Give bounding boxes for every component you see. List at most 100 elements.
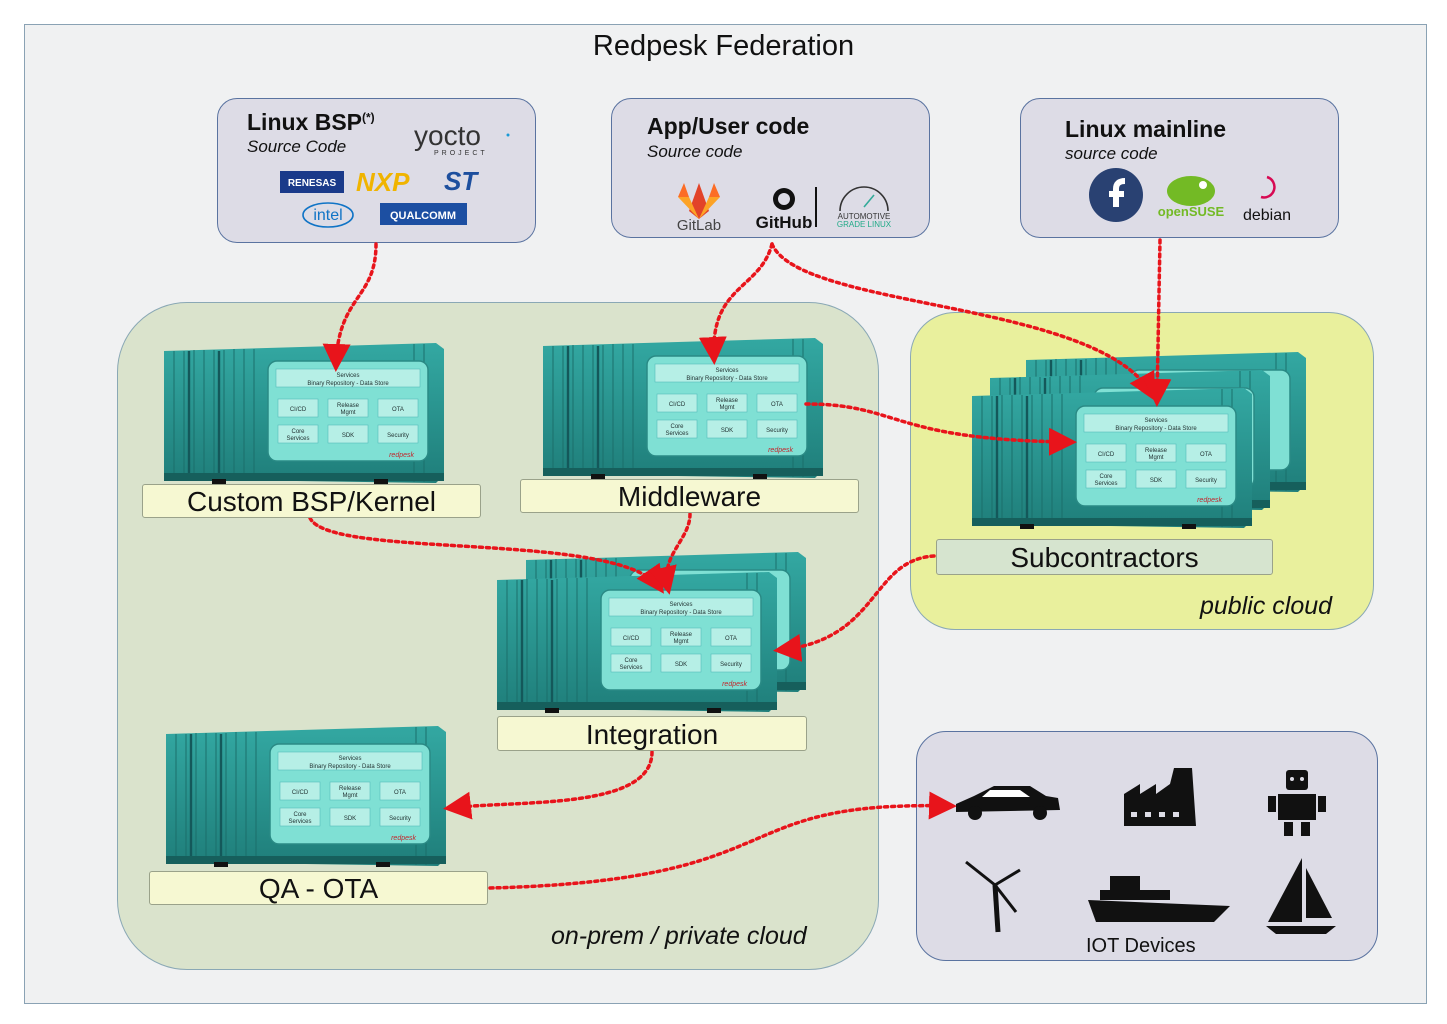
panel-header: Services bbox=[669, 602, 692, 608]
linux-mainline-source-box: Linux mainline source code openSUSE debi… bbox=[1020, 98, 1339, 238]
app-source-logos: GitLab GitHub AUTOMOTIVE GRADE LINUX bbox=[677, 183, 892, 234]
panel-cell-label: Services bbox=[286, 436, 309, 442]
panel-cell-label: OTA bbox=[771, 402, 783, 408]
panel-header: Services bbox=[1144, 418, 1167, 424]
bsp-vendor-logos: yocto PROJECT RENESAS NXP ST intel QUALC… bbox=[280, 120, 510, 228]
panel-cell-label: CI/CD bbox=[292, 790, 309, 796]
panel-cell bbox=[327, 398, 369, 418]
debian-icon bbox=[1260, 175, 1276, 199]
panel-cell-label: Core bbox=[670, 424, 684, 430]
gitlab-label: GitLab bbox=[677, 217, 721, 234]
linux-bsp-subtitle: Source Code bbox=[247, 137, 347, 156]
panel-cell-label: Security bbox=[387, 433, 409, 439]
arrow-app-to-subcontractors bbox=[770, 242, 1156, 402]
panel-cell-label: OTA bbox=[394, 790, 406, 796]
panel-header: Services bbox=[338, 756, 361, 762]
app-user-subtitle: Source code bbox=[647, 142, 743, 161]
linux-bsp-source-box: Linux BSP(*) Source Code yocto PROJECT R… bbox=[217, 98, 536, 243]
panel-cell-label: Mgmt bbox=[674, 639, 689, 645]
iot-devices-label: IOT Devices bbox=[1086, 935, 1196, 957]
ship-icon bbox=[1088, 876, 1230, 922]
linux-mainline-title: Linux mainline bbox=[1065, 116, 1227, 142]
panel-cell-label: SDK bbox=[342, 433, 354, 439]
panel-cell bbox=[710, 627, 752, 647]
panel-cell bbox=[660, 627, 702, 647]
sailboat-icon bbox=[1266, 858, 1336, 934]
panel-cell-label: Services bbox=[288, 819, 311, 825]
panel-cell bbox=[1135, 469, 1177, 489]
panel-cell bbox=[1135, 443, 1177, 463]
panel-header: Services bbox=[336, 373, 359, 379]
panel-brand: redpesk bbox=[1197, 497, 1222, 504]
app-user-source-box: App/User code Source code GitLab GitHub … bbox=[611, 98, 930, 238]
panel-cell-label: Core bbox=[291, 429, 305, 435]
panel-cell bbox=[1085, 443, 1127, 463]
car-icon bbox=[956, 786, 1060, 820]
panel-cell bbox=[277, 398, 319, 418]
panel-cell bbox=[379, 807, 421, 827]
panel-cell bbox=[1185, 443, 1227, 463]
arrow-middleware-to-integration bbox=[649, 512, 692, 595]
linux-bsp-title: Linux BSP(*) bbox=[247, 109, 375, 136]
panel-cell bbox=[1185, 469, 1227, 489]
panel-cell bbox=[329, 807, 371, 827]
panel-cell bbox=[656, 419, 698, 439]
panel-cell-label: Services bbox=[1094, 481, 1117, 487]
yocto-logo: yocto bbox=[414, 120, 481, 151]
panel-cell-label: SDK bbox=[1150, 478, 1162, 484]
public-cloud-label: public cloud bbox=[1200, 592, 1333, 620]
diagram-title: Redpesk Federation bbox=[592, 30, 855, 62]
panel-cell bbox=[277, 424, 319, 444]
panel-subheader: Binary Repository - Data Store bbox=[307, 381, 389, 387]
renesas-logo: RENESAS bbox=[288, 178, 337, 189]
panel-cell bbox=[706, 419, 748, 439]
panel-cell-label: Core bbox=[293, 812, 307, 818]
panel-cell-label: OTA bbox=[725, 636, 737, 642]
arrow-mainline-to-subcontractors bbox=[1143, 238, 1172, 407]
panel-cell-label: Release bbox=[1145, 448, 1168, 454]
panel-cell bbox=[656, 393, 698, 413]
arrow-app-to-middleware bbox=[698, 242, 774, 365]
factory-icon bbox=[1124, 768, 1196, 826]
middleware-label: Middleware bbox=[520, 479, 859, 513]
panel-cell-label: Mgmt bbox=[343, 793, 358, 799]
panel-cell bbox=[660, 653, 702, 673]
panel-brand: redpesk bbox=[768, 447, 793, 454]
iot-devices-region bbox=[916, 731, 1378, 961]
github-icon bbox=[773, 188, 795, 210]
nxp-logo: NXP bbox=[356, 167, 410, 197]
panel-cell-label: Mgmt bbox=[1149, 455, 1164, 461]
panel-cell bbox=[610, 627, 652, 647]
arrow-bsp-to-integration bbox=[308, 516, 664, 594]
arrow-bsp-source-to-bsp bbox=[322, 242, 378, 372]
panel-brand: redpesk bbox=[389, 452, 414, 459]
panel-cell bbox=[1085, 469, 1127, 489]
panel-cell-label: CI/CD bbox=[669, 402, 686, 408]
panel-subheader: Binary Repository - Data Store bbox=[640, 610, 722, 616]
linux-bsp-title-text: Linux BSP bbox=[247, 109, 363, 135]
linux-mainline-subtitle: source code bbox=[1065, 144, 1158, 163]
panel-cell bbox=[329, 781, 371, 801]
panel-cell bbox=[710, 653, 752, 673]
panel-cell-label: Core bbox=[1099, 474, 1113, 480]
panel-subheader: Binary Repository - Data Store bbox=[1115, 426, 1197, 432]
panel-cell-label: Services bbox=[665, 431, 688, 437]
panel-cell-label: Release bbox=[337, 403, 360, 409]
panel-cell-label: Release bbox=[339, 786, 362, 792]
panel-cell-label: SDK bbox=[675, 662, 687, 668]
panel-cell-label: Security bbox=[720, 662, 742, 668]
panel-cell-label: SDK bbox=[721, 428, 733, 434]
qa-ota-label: QA - OTA bbox=[149, 871, 488, 905]
qualcomm-logo: QUALCOMM bbox=[390, 210, 456, 222]
panel-cell-label: CI/CD bbox=[290, 407, 307, 413]
yocto-project-text: PROJECT bbox=[434, 150, 488, 157]
panel-brand: redpesk bbox=[391, 835, 416, 842]
panel-cell bbox=[756, 419, 798, 439]
arrow-subcontractors-to-integration bbox=[773, 554, 936, 662]
